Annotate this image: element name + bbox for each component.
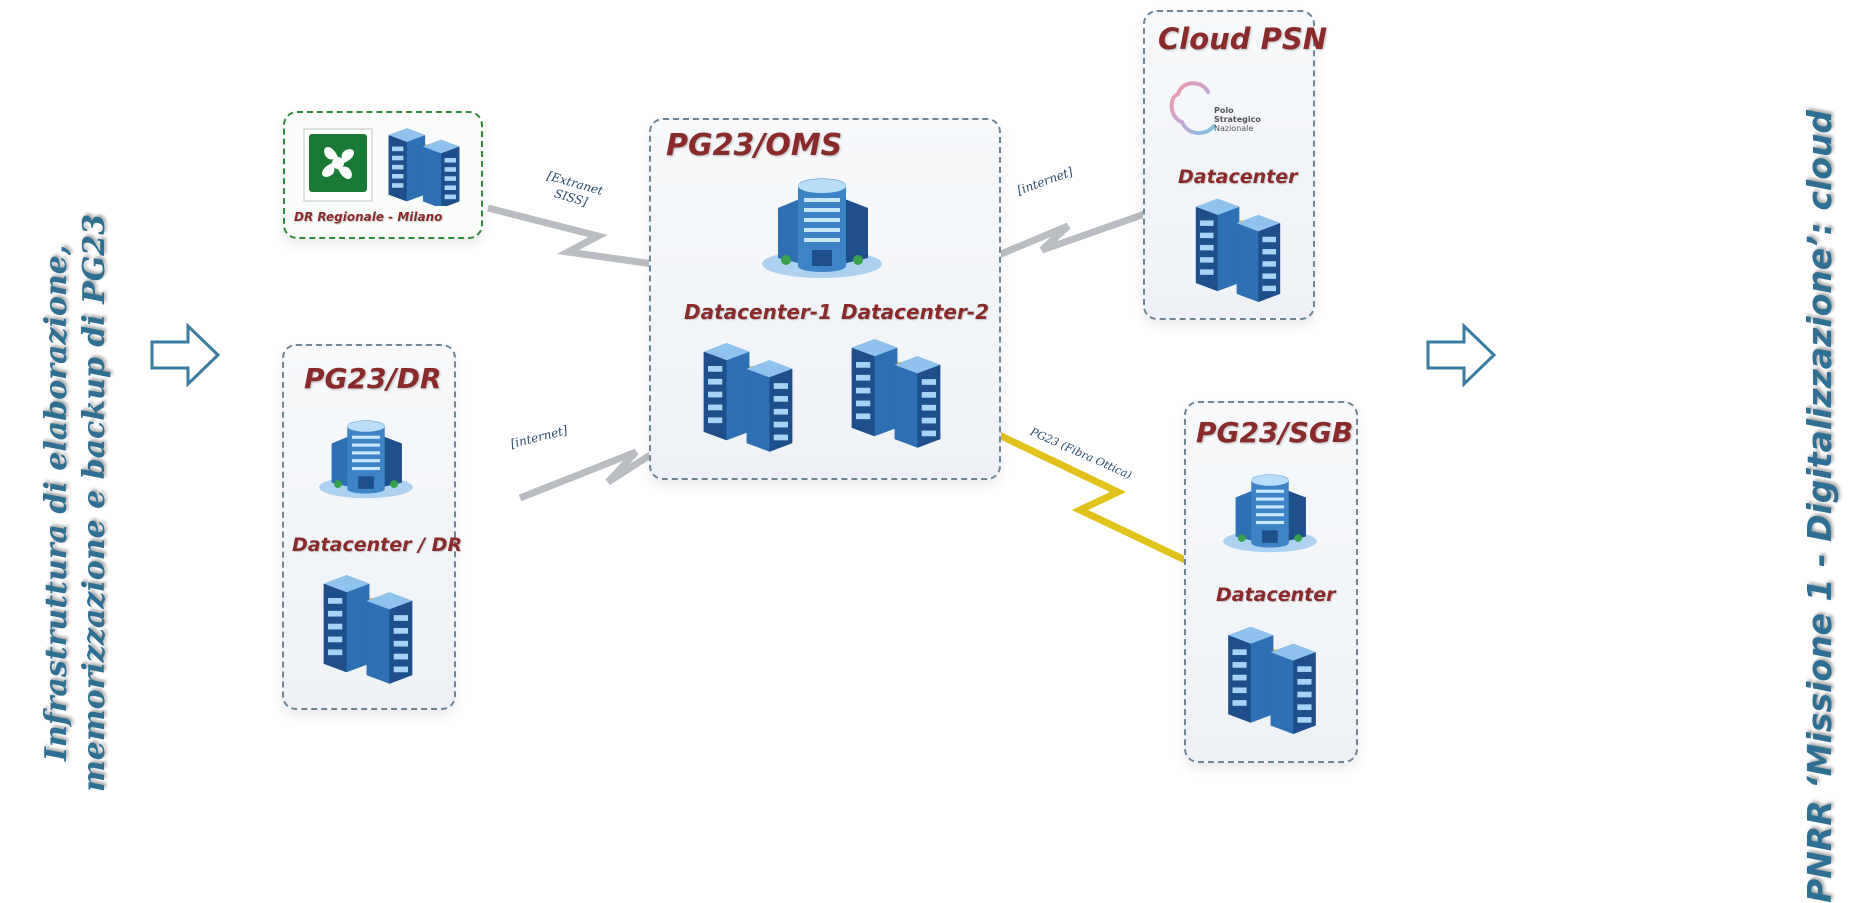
link-internet-psn bbox=[956, 204, 1164, 276]
psn-logo-line2: Strategico bbox=[1214, 115, 1261, 124]
oms-title: PG23/OMS bbox=[666, 128, 843, 163]
oms-dc2-label: Datacenter-2 bbox=[841, 300, 990, 324]
server-rack-icon bbox=[851, 339, 941, 448]
oms-dc1-label: Datacenter-1 bbox=[684, 300, 833, 324]
psn-logo-text: Polo Strategico Nazionale bbox=[1214, 106, 1261, 133]
server-rack-icon bbox=[1195, 198, 1281, 302]
office-building-icon bbox=[1223, 474, 1317, 553]
psn-dc-label: Datacenter bbox=[1178, 166, 1298, 188]
sgb-dc-label: Datacenter bbox=[1216, 584, 1336, 606]
dr-title: PG23/DR bbox=[304, 362, 442, 395]
office-building-icon bbox=[762, 178, 882, 278]
psn-logo-line3: Nazionale bbox=[1214, 124, 1254, 133]
link-fibra-ottica bbox=[970, 418, 1204, 572]
dr-dc-label: Datacenter / DR bbox=[292, 534, 463, 556]
server-rack-icon bbox=[1228, 626, 1316, 734]
psn-title: Cloud PSN bbox=[1158, 22, 1328, 56]
sgb-title: PG23/SGB bbox=[1196, 416, 1354, 449]
right-arrow-icon bbox=[150, 322, 221, 388]
server-rack-icon bbox=[323, 575, 413, 684]
dr-regionale-label: DR Regionale - Milano bbox=[294, 210, 443, 224]
psn-logo-line1: Polo bbox=[1214, 106, 1234, 115]
link-internet-dr bbox=[518, 433, 682, 502]
right-arrow-icon bbox=[1426, 322, 1497, 388]
regione-lombardia-logo-icon bbox=[303, 128, 373, 202]
psn-logo-icon bbox=[1169, 81, 1216, 135]
server-rack-icon bbox=[388, 128, 460, 206]
office-building-icon bbox=[319, 420, 413, 499]
link-extranet-siss bbox=[487, 204, 683, 272]
server-rack-icon bbox=[703, 343, 793, 452]
